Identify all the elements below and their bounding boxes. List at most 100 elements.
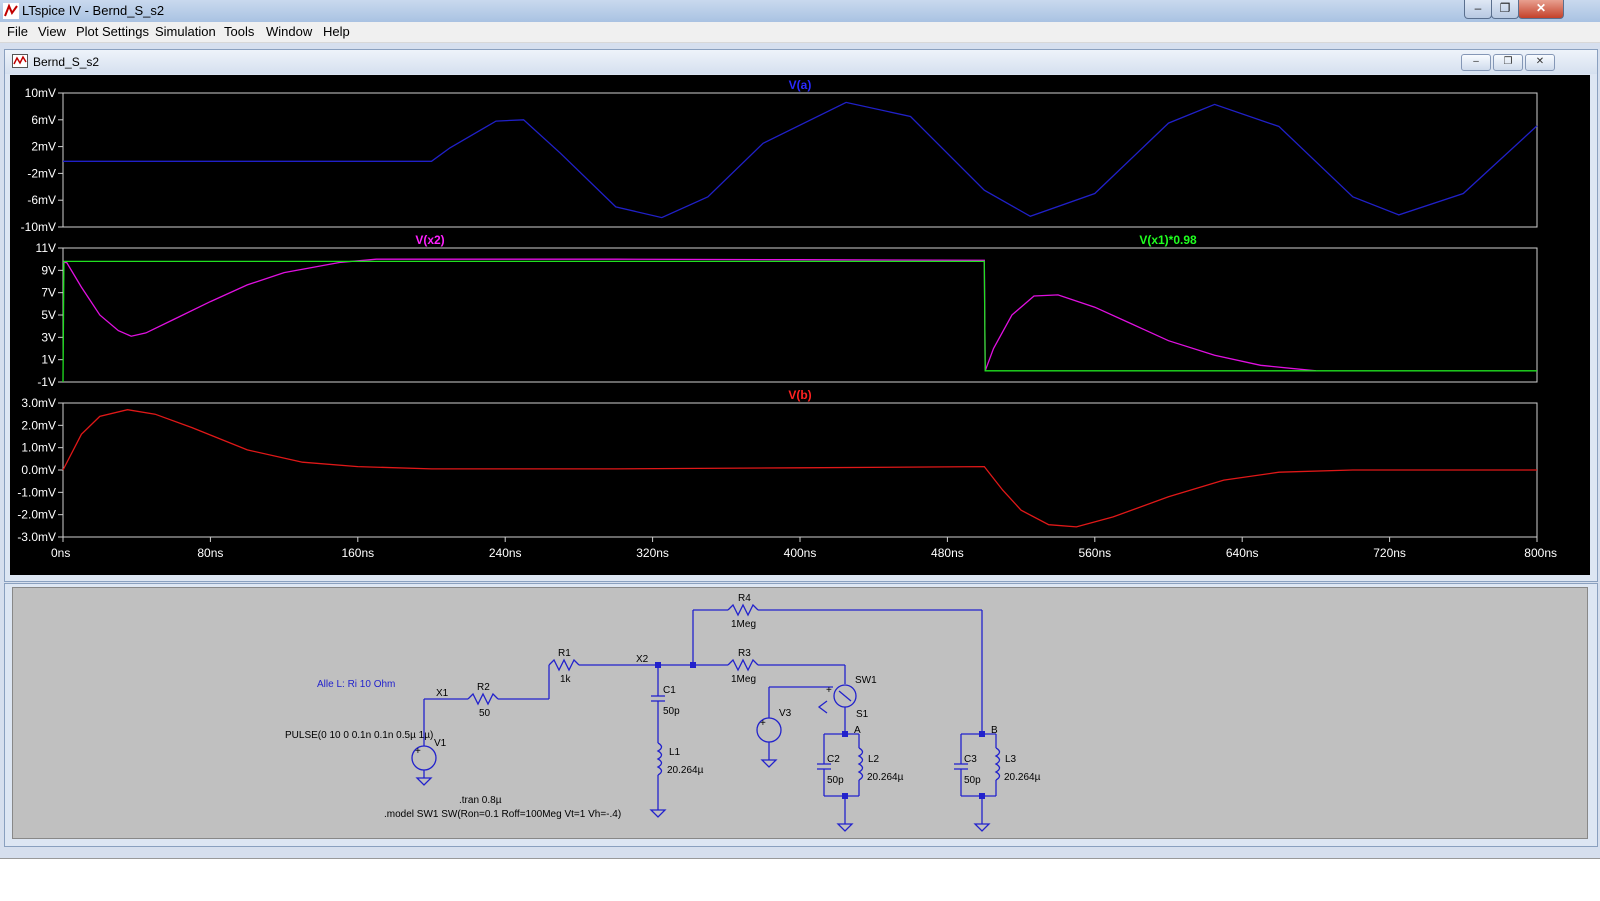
waveform-plot-svg[interactable]: 10mV 6mV 2mV -2mV -6mV -10mV 11V 9V 7V 5V 3V 1V -1V 3… xyxy=(10,75,1590,575)
waveform-minimize-button[interactable]: – xyxy=(1461,54,1491,71)
pane-2-ytick-label: 1V xyxy=(41,353,56,367)
node-a-label: A xyxy=(854,725,861,736)
node-x2-label: X2 xyxy=(636,654,649,665)
menu-bar: File View Plot Settings Simulation Tools… xyxy=(0,22,1600,43)
menu-simulation[interactable]: Simulation xyxy=(155,24,216,39)
r3-label: R3 xyxy=(738,648,751,659)
l3-inductor[interactable] xyxy=(994,747,1001,781)
c1-label: C1 xyxy=(663,685,676,696)
status-bar xyxy=(0,858,1600,901)
r3-resistor[interactable] xyxy=(727,658,759,672)
waveform-window[interactable]: Bernd_S_s2 – ❐ ✕ 10mV 6mV 2mV -2mV -6mV -10mV… xyxy=(4,49,1598,582)
v3-plus-sign: + xyxy=(760,718,766,729)
l2-value: 20.264µ xyxy=(867,772,904,783)
pane-3-ytick-label: -3.0mV xyxy=(17,530,56,544)
series-v-x2--line xyxy=(63,258,1316,372)
r2-label: R2 xyxy=(477,682,490,693)
pane-2-ytick-label: 3V xyxy=(41,330,56,344)
schematic-comment[interactable]: Alle L: Ri 10 Ohm xyxy=(317,679,395,690)
menu-plot-settings[interactable]: Plot Settings xyxy=(76,24,149,39)
r2-resistor[interactable] xyxy=(467,692,499,706)
r4-value: 1Meg xyxy=(731,619,756,630)
waveform-window-title: Bernd_S_s2 xyxy=(33,55,100,69)
tran-directive[interactable]: .tran 0.8µ xyxy=(459,795,502,806)
r4-resistor[interactable] xyxy=(727,603,759,617)
v1-plus-sign: + xyxy=(415,746,421,757)
pane-3-frame xyxy=(62,402,1538,538)
menu-view[interactable]: View xyxy=(38,24,66,39)
s1-label: S1 xyxy=(856,709,869,720)
series-v-a--line xyxy=(63,101,1538,219)
pane-3-ytick-label: -1.0mV xyxy=(17,485,56,499)
waveform-window-titlebar[interactable]: Bernd_S_s2 – ❐ ✕ xyxy=(5,50,1597,74)
waveform-plot-area[interactable]: 10mV 6mV 2mV -2mV -6mV -10mV 11V 9V 7V 5V 3V 1V -1V 3… xyxy=(10,75,1590,575)
x-tick-label: 480ns xyxy=(931,546,964,560)
c1-value: 50p xyxy=(663,706,680,717)
pane-3-ytick-label: 2.0mV xyxy=(21,418,56,432)
c3-value: 50p xyxy=(964,775,981,786)
pane-2-ytick-label: 5V xyxy=(41,308,56,322)
close-button[interactable]: ✕ xyxy=(1518,0,1564,19)
pane-1-ytick-label: -10mV xyxy=(21,220,56,234)
pane-1-frame xyxy=(62,92,1538,228)
v3-label: V3 xyxy=(779,708,792,719)
pane-1-ytick-label: 2mV xyxy=(31,140,56,154)
l3-value: 20.264µ xyxy=(1004,772,1041,783)
schematic-canvas[interactable]: + + + X1 X2 V1 V3 R2 50 R1 1k R4 1Meg R3… xyxy=(12,587,1588,839)
legend-v-x1-scaled: V(x1)*0.98 xyxy=(1139,233,1197,247)
pane-1-ytick-label: 10mV xyxy=(25,86,56,100)
waveform-doc-icon xyxy=(12,54,28,68)
pane-2-ytick-label: -1V xyxy=(37,375,56,389)
legend-v-a: V(a) xyxy=(789,78,812,92)
l2-label: L2 xyxy=(868,754,880,765)
menu-file[interactable]: File xyxy=(7,24,28,39)
r4-label: R4 xyxy=(738,593,751,604)
pane-2-ytick-label: 11V xyxy=(36,241,56,255)
pane-1-ytick-label: -2mV xyxy=(27,166,56,180)
c2-label: C2 xyxy=(827,754,840,765)
x-tick-label: 80ns xyxy=(197,546,223,560)
x-tick-label: 0ns xyxy=(51,546,70,560)
series-v-b--line xyxy=(62,409,1537,528)
pane-1-ytick-label: 6mV xyxy=(31,113,56,127)
x-tick-label: 560ns xyxy=(1078,546,1111,560)
x-tick-label: 720ns xyxy=(1373,546,1406,560)
schematic-window[interactable]: + + + X1 X2 V1 V3 R2 50 R1 1k R4 1Meg R3… xyxy=(4,583,1598,847)
waveform-close-button[interactable]: ✕ xyxy=(1525,54,1555,71)
maximize-button[interactable]: ❐ xyxy=(1491,0,1519,19)
r1-label: R1 xyxy=(558,648,571,659)
model-directive[interactable]: .model SW1 SW(Ron=0.1 Roff=100Meg Vt=1 V… xyxy=(384,809,621,820)
pane-3-ytick-label: 0.0mV xyxy=(21,463,56,477)
minimize-button[interactable]: – xyxy=(1464,0,1492,19)
x-tick-label: 640ns xyxy=(1226,546,1259,560)
menu-tools[interactable]: Tools xyxy=(224,24,255,39)
schematic-drawing[interactable]: + + + X1 X2 V1 V3 R2 50 R1 1k R4 1Meg R3… xyxy=(13,588,1587,838)
x-tick-label: 320ns xyxy=(636,546,669,560)
l1-label: L1 xyxy=(669,747,681,758)
pane-2-ytick-label: 9V xyxy=(41,263,56,277)
r2-value: 50 xyxy=(479,708,491,719)
sw1-plus-sign: + xyxy=(826,685,832,696)
pane-2-ytick-label: 7V xyxy=(41,286,56,300)
waveform-restore-button[interactable]: ❐ xyxy=(1493,54,1523,71)
node-x1-label: X1 xyxy=(436,688,449,699)
l3-label: L3 xyxy=(1005,754,1017,765)
r1-resistor[interactable] xyxy=(548,658,580,672)
x-tick-label: 160ns xyxy=(341,546,374,560)
pulse-spec[interactable]: PULSE(0 10 0 0.1n 0.1n 0.5µ 1µ) xyxy=(285,730,433,741)
menu-help[interactable]: Help xyxy=(323,24,350,39)
mdi-workspace: Bernd_S_s2 – ❐ ✕ 10mV 6mV 2mV -2mV -6mV -10mV… xyxy=(0,43,1600,858)
pane-1-ytick-label: -6mV xyxy=(27,193,56,207)
pane-2-frame xyxy=(62,247,1538,383)
l1-inductor[interactable] xyxy=(656,742,663,776)
c2-value: 50p xyxy=(827,775,844,786)
r3-value: 1Meg xyxy=(731,674,756,685)
l1-value: 20.264µ xyxy=(667,765,704,776)
menu-window[interactable]: Window xyxy=(266,24,313,39)
node-b-label: B xyxy=(991,725,998,736)
l2-inductor[interactable] xyxy=(857,747,864,781)
v1-label: V1 xyxy=(434,738,447,749)
x-tick-label: 240ns xyxy=(489,546,522,560)
pane-3-ytick-label: 1.0mV xyxy=(21,441,56,455)
x-tick-label: 800ns xyxy=(1524,546,1557,560)
